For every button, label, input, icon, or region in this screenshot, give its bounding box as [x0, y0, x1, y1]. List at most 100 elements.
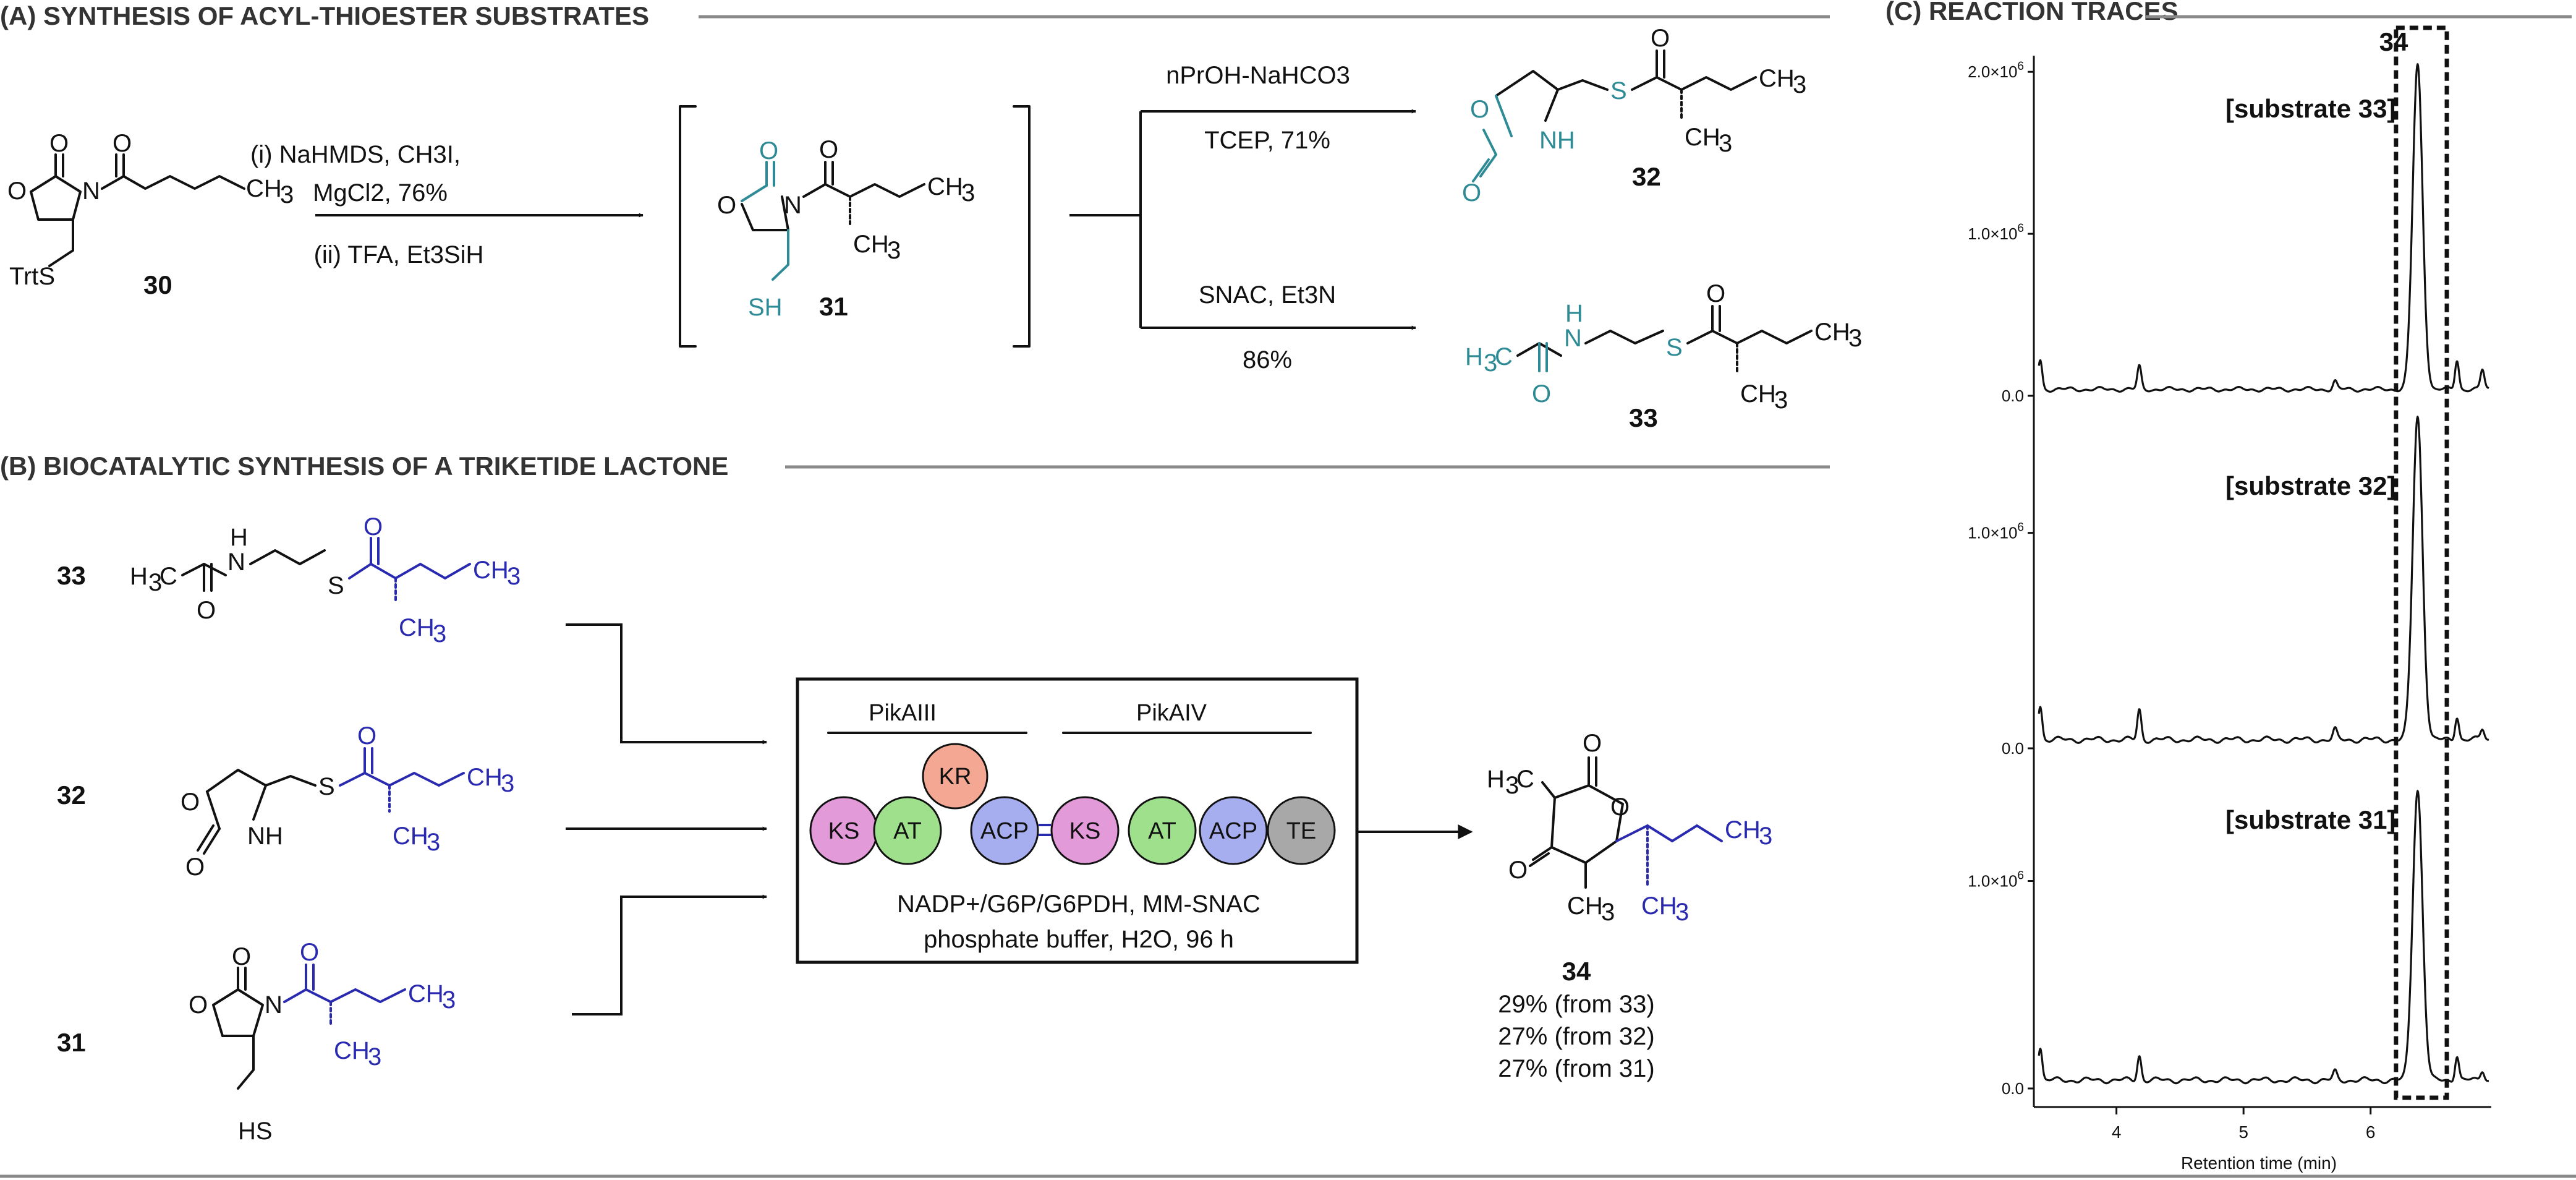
panel-label-1: [substrate 33] — [2225, 94, 2395, 123]
yield-from-33: 29% (from 33) — [1498, 991, 1654, 1018]
svg-text:C: C — [159, 563, 177, 590]
conditions-line1: NADP+/G6P/G6PDH, MM-SNAC — [897, 891, 1260, 918]
svg-text:H: H — [1565, 300, 1583, 327]
svg-text:CH: CH — [927, 173, 963, 200]
svg-text:C: C — [1516, 766, 1534, 793]
svg-text:O: O — [232, 943, 251, 970]
svg-text:O: O — [300, 939, 319, 966]
branch-bottom-line2: 86% — [1243, 346, 1292, 374]
svg-text:S: S — [318, 773, 335, 800]
svg-text:O: O — [7, 177, 27, 205]
svg-text:CH: CH — [408, 980, 444, 1007]
section-c: (C) REACTION TRACES [substrate 33][subst… — [1885, 0, 2572, 1173]
svg-text:3: 3 — [1601, 899, 1615, 926]
domain-acp-2: ACP — [1199, 796, 1268, 865]
section-a: (A) SYNTHESIS OF ACYL-THIOESTER SUBSTRAT… — [0, 1, 1862, 432]
bracket-left — [679, 105, 697, 348]
panel-label-3: [substrate 31] — [2225, 805, 2395, 834]
domain-at-1-label: AT — [893, 818, 922, 844]
svg-text:3: 3 — [1505, 772, 1519, 799]
svg-text:3: 3 — [1848, 325, 1862, 352]
pikaiii-label: PikAIII — [869, 700, 937, 726]
svg-text:CH: CH — [1641, 892, 1677, 920]
chromatogram-trace-2 — [2038, 416, 2489, 744]
domain-kr-label: KR — [939, 764, 972, 790]
section-b-title: (B) BIOCATALYTIC SYNTHESIS OF A TRIKETID… — [0, 451, 728, 481]
domain-at-1: AT — [873, 796, 942, 865]
x-tick-label: 4 — [2112, 1122, 2122, 1142]
x-tick-label: 6 — [2366, 1122, 2376, 1142]
svg-text:3: 3 — [1484, 349, 1497, 377]
branch-bottom-line1: SNAC, Et3N — [1199, 281, 1336, 309]
compound-30-structure: O O N O CH 3 TrtS — [7, 130, 294, 290]
compound-33-structure: H 3 C O N H S O CH 3 CH 3 — [1465, 280, 1862, 414]
y-tick-label: 0.0 — [2002, 1079, 2024, 1098]
chromatogram-trace-1 — [2038, 63, 2489, 393]
product-34-label: 34 — [1562, 957, 1591, 986]
docking-link — [1039, 824, 1051, 836]
svg-text:CH: CH — [1567, 892, 1603, 920]
compound-31-structure: O O N O CH 3 CH 3 SH — [717, 136, 975, 321]
svg-text:H: H — [230, 524, 248, 551]
x-tick-layer: 4 5 6 — [2112, 1107, 2376, 1142]
svg-text:O: O — [1706, 280, 1725, 307]
substrate-31-label: 31 — [57, 1028, 86, 1057]
svg-text:CH: CH — [393, 823, 428, 850]
step1-line1: (i) NaHMDS, CH3I, — [250, 141, 461, 168]
branch-top-line1: nPrOH-NaHCO3 — [1166, 62, 1350, 89]
svg-text:O: O — [113, 130, 132, 157]
compound-33-label: 33 — [1629, 403, 1658, 432]
x-tick-label: 5 — [2238, 1122, 2248, 1142]
chromatogram-trace-3 — [2038, 790, 2489, 1085]
svg-text:3: 3 — [433, 620, 446, 648]
svg-text:O: O — [1583, 730, 1602, 757]
substrate-32-structure: O O NH S O CH 3 CH 3 — [181, 722, 514, 881]
svg-text:3: 3 — [148, 569, 162, 596]
svg-text:O: O — [1470, 96, 1489, 123]
y-tick-label: 1.0×106 — [1968, 222, 2024, 243]
domain-ks-2: KS — [1050, 796, 1120, 865]
highlight-label: 34 — [2379, 27, 2408, 56]
svg-text:3: 3 — [1793, 71, 1806, 98]
svg-text:CH: CH — [1685, 124, 1720, 151]
svg-text:O: O — [1532, 380, 1551, 408]
svg-text:CH: CH — [1759, 65, 1795, 92]
domain-ks-2-label: KS — [1069, 818, 1101, 844]
domain-ks-1-label: KS — [828, 818, 860, 844]
y-tick-label: 2.0×106 — [1968, 60, 2024, 81]
svg-text:O: O — [717, 192, 736, 219]
conditions-line2: phosphate buffer, H2O, 96 h — [924, 926, 1234, 953]
svg-text:H: H — [1487, 766, 1505, 793]
y-tick-label: 0.0 — [2002, 739, 2024, 758]
svg-text:SH: SH — [748, 294, 783, 321]
yield-from-32: 27% (from 32) — [1498, 1023, 1654, 1050]
domain-te: TE — [1267, 796, 1336, 865]
compound-32-structure: O O NH S O CH 3 CH 3 — [1462, 25, 1806, 207]
svg-text:CH: CH — [334, 1037, 370, 1064]
svg-text:3: 3 — [442, 986, 456, 1014]
substrate-33-structure: H 3 C O N H S O CH 3 CH 3 — [130, 513, 521, 648]
substrate-31-structure: O O N O CH 3 CH 3 HS — [189, 939, 456, 1145]
svg-text:S: S — [1666, 334, 1683, 361]
svg-text:CH: CH — [467, 764, 503, 791]
yield-from-31: 27% (from 31) — [1498, 1055, 1654, 1082]
svg-text:NH: NH — [247, 823, 283, 850]
domain-te-label: TE — [1286, 818, 1317, 844]
y-tick-label: 1.0×106 — [1968, 521, 2024, 542]
svg-text:O: O — [363, 513, 383, 541]
svg-text:N: N — [784, 192, 802, 219]
trace-layer: [substrate 33] [substrate 32] [substrate 3… — [2038, 63, 2489, 1085]
svg-text:S: S — [328, 572, 344, 599]
svg-text:3: 3 — [1774, 387, 1788, 414]
svg-text:3: 3 — [961, 179, 975, 207]
pikaiv-label: PikAIV — [1136, 700, 1207, 726]
svg-text:3: 3 — [1675, 899, 1689, 926]
svg-text:3: 3 — [1719, 130, 1732, 157]
svg-text:C: C — [1495, 343, 1513, 370]
svg-text:S: S — [1610, 77, 1627, 105]
panel-label-2: [substrate 32] — [2225, 471, 2395, 500]
compound-30-label: 30 — [143, 270, 172, 299]
svg-text:CH: CH — [399, 614, 435, 641]
svg-text:O: O — [49, 130, 69, 157]
